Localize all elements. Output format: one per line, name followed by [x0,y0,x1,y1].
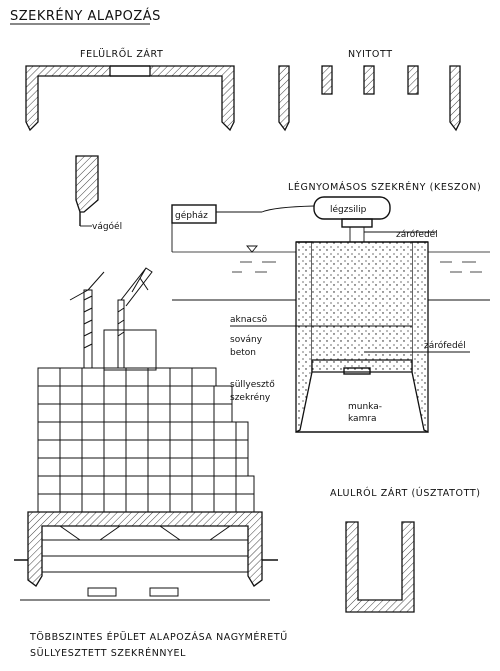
pneumatic-caisson [171,196,490,434]
engine-house-label: gépház [175,210,208,221]
caisson-title: LÉGNYOMÁSOS SZEKRÉNY (KESZON) [288,181,481,193]
shaft-label: aknacsö [230,315,268,325]
bottom-caption-line-1: TÖBBSZINTES ÉPÜLET ALAPOZÁSA NAGYMÉRETŰ [29,631,288,643]
closed-bottom-caisson-section [345,521,415,613]
cutting-edge-label: vágóél [92,221,122,232]
multistorey-building-drawing [14,267,278,601]
closed-top-caisson-section [25,65,235,132]
work-chamber-label-2: kamra [348,414,377,424]
diagram-title: SZEKRÉNY ALAPOZÁS [10,8,161,24]
top-left-caption: FELÜLRŐL ZÁRT [80,48,163,60]
closing-lid-top-label: zárófedél [396,229,438,240]
lean-concrete-label-2: beton [230,348,256,358]
open-caisson-section [278,65,461,132]
closing-lid-mid-label: zárófedél [424,340,466,351]
cutting-edge-detail [75,155,99,227]
work-chamber-label-1: munka- [348,402,382,412]
top-right-caption: NYITOTT [348,49,393,60]
bottom-caption-line-2: SÜLLYESZTETT SZEKRÉNNYEL [30,647,186,659]
airlock-label: légzsilip [330,204,367,215]
lean-concrete-label-1: sovány [230,335,263,345]
bottom-right-caption: ALULRÓL ZÁRT (ÚSZTATOTT) [330,487,481,499]
sinking-box-label-1: süllyesztő [230,380,275,390]
sinking-box-label-2: szekrény [230,392,271,403]
